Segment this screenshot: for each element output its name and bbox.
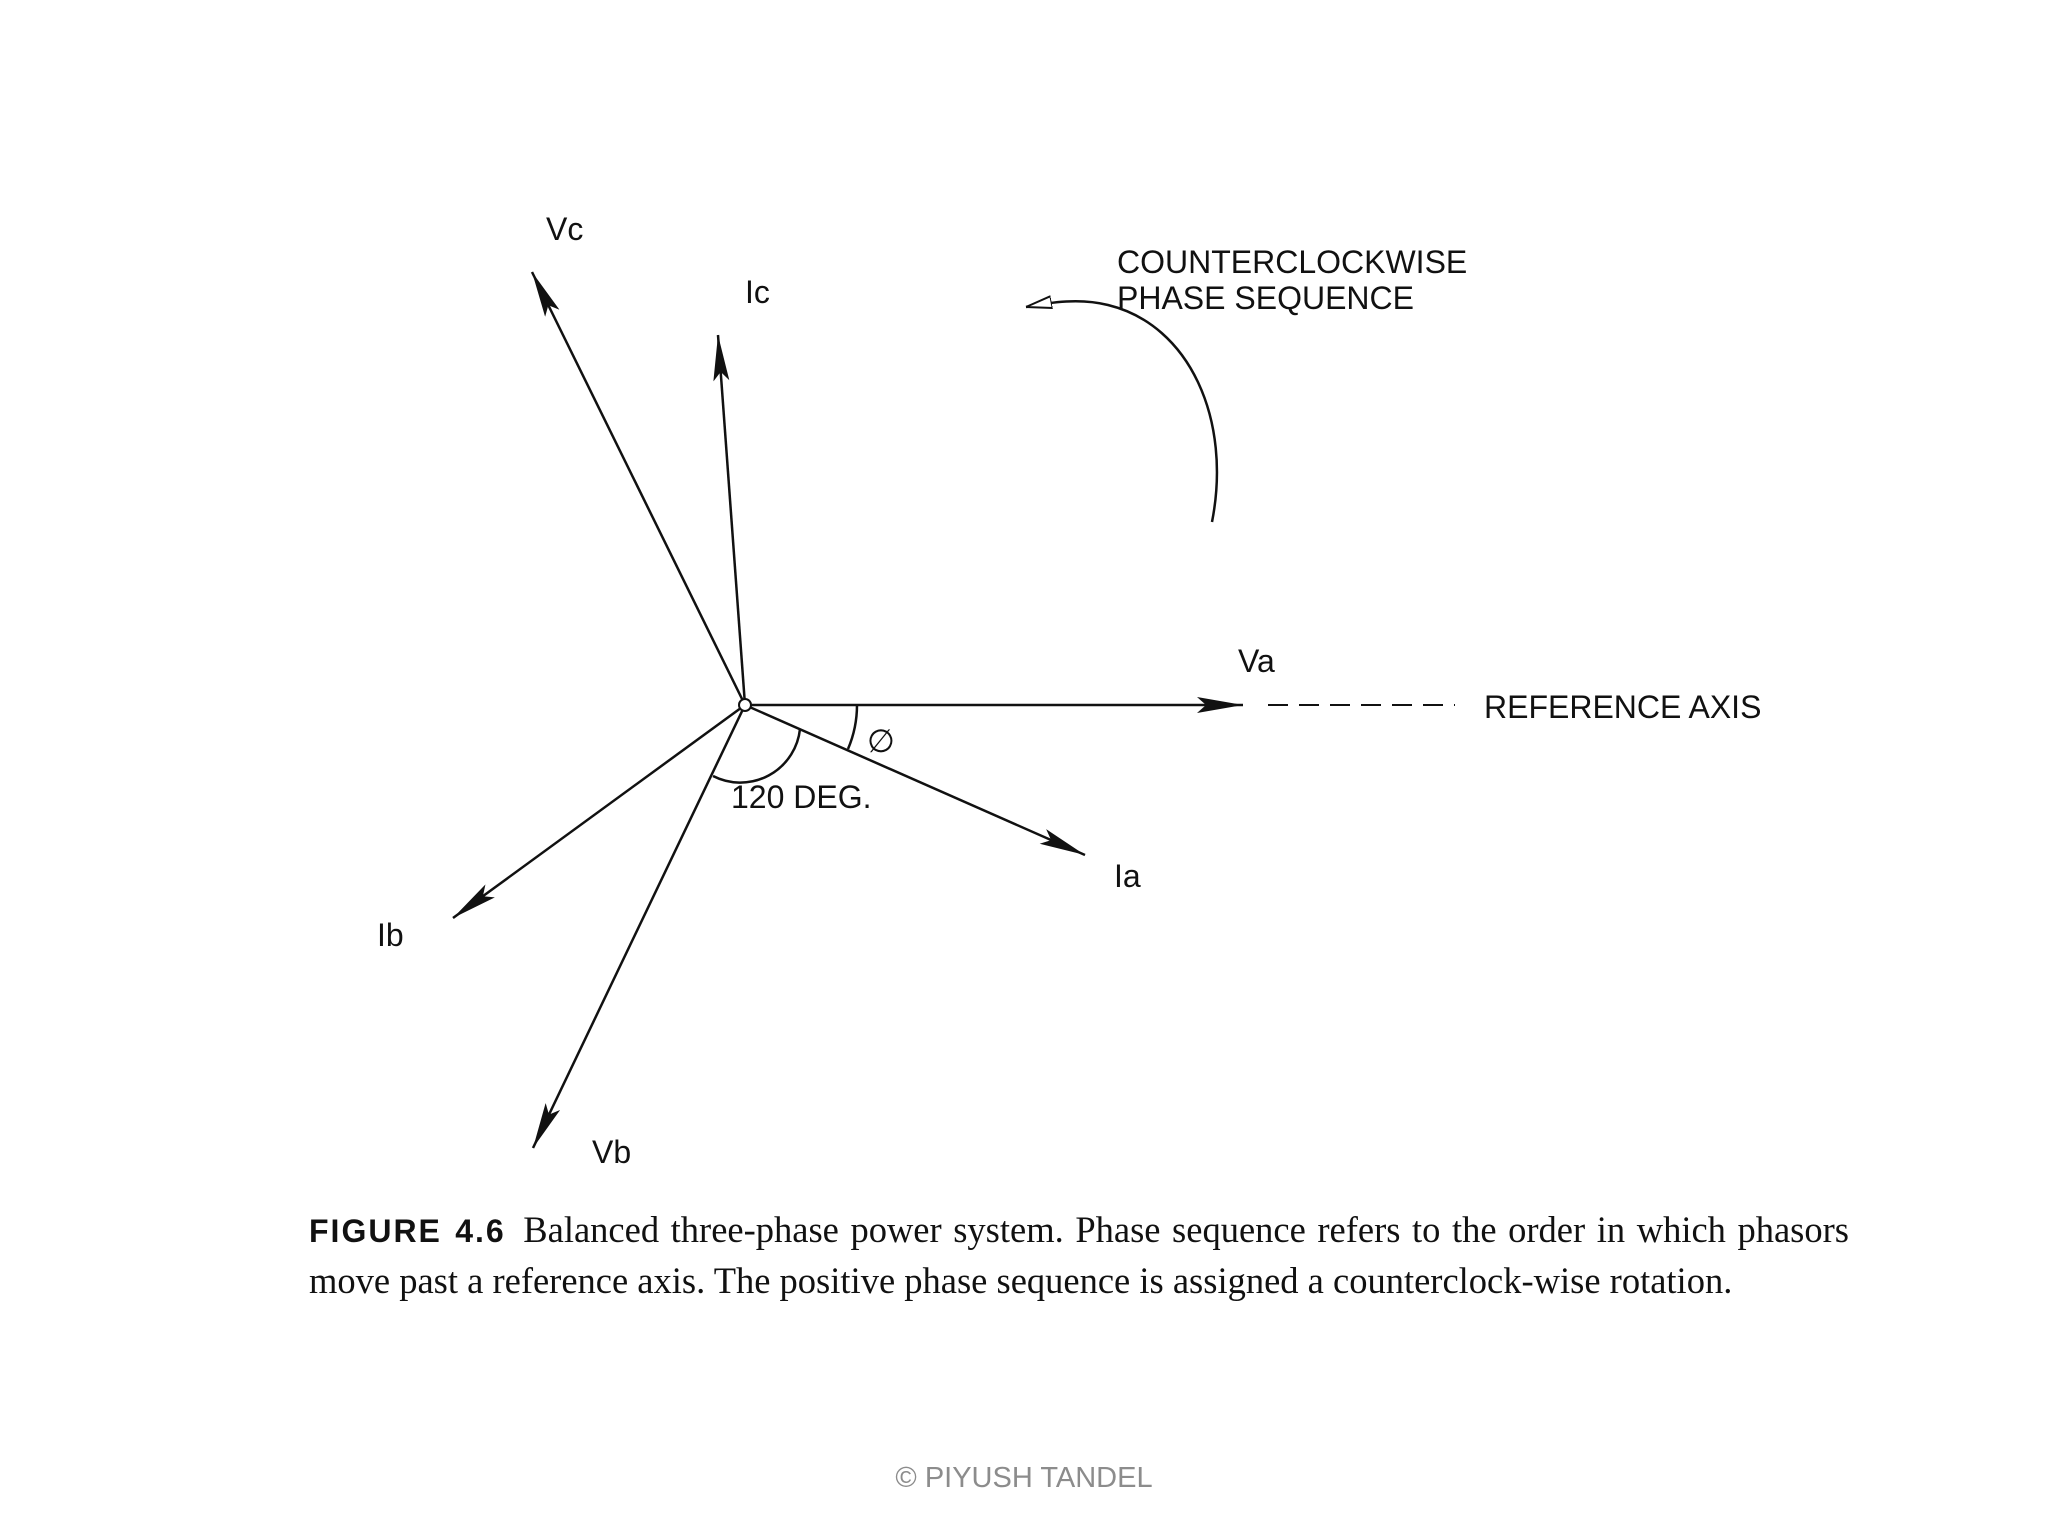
va-label: Va bbox=[1238, 643, 1275, 679]
figure-number: FIGURE 4.6 bbox=[309, 1213, 506, 1249]
sequence-label-line1: COUNTERCLOCKWISE bbox=[1117, 244, 1467, 280]
caption-text: Balanced three-phase power system. Phase… bbox=[309, 1209, 1849, 1301]
angle-120-arc bbox=[712, 728, 802, 784]
reference-axis-label: REFERENCE AXIS bbox=[1484, 689, 1761, 725]
ib-label: Ib bbox=[377, 917, 404, 953]
vb-label: Vb bbox=[592, 1134, 631, 1170]
angle-120-label: 120 DEG. bbox=[731, 779, 872, 815]
ia-label: Ia bbox=[1114, 858, 1141, 894]
phi-symbol: ∅ bbox=[867, 723, 895, 759]
sequence-label-line2: PHASE SEQUENCE bbox=[1117, 280, 1414, 316]
origin-point bbox=[738, 698, 752, 712]
counterclockwise-arrow bbox=[1026, 301, 1219, 523]
vb-phasor bbox=[531, 704, 747, 1149]
ic-label: Ic bbox=[745, 274, 770, 310]
figure-caption: FIGURE 4.6 Balanced three-phase power sy… bbox=[309, 1205, 1849, 1305]
ia-phasor bbox=[744, 703, 1086, 857]
phi-angle-arc bbox=[846, 704, 859, 750]
copyright-footer: © PIYUSH TANDEL bbox=[895, 1462, 1153, 1494]
vc-phasor bbox=[530, 271, 747, 706]
ic-phasor bbox=[713, 334, 747, 706]
vc-label: Vc bbox=[546, 211, 583, 247]
ib-phasor bbox=[452, 703, 746, 920]
